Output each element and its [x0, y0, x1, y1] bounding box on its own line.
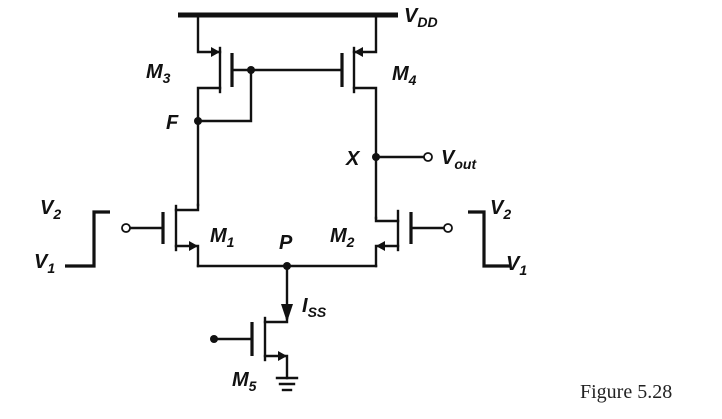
right-v1-label: V1 [506, 253, 527, 278]
m1-gate-terminal [121, 223, 131, 233]
left-step-waveform [65, 210, 110, 268]
left-v2-label: V2 [40, 197, 61, 222]
right-step-waveform [468, 210, 510, 268]
vout-label: Vout [441, 147, 477, 172]
vout-terminal [423, 152, 433, 162]
m5-gate-dot [210, 335, 218, 343]
transistor-m4 [340, 13, 378, 220]
vdd-label: VDD [404, 5, 438, 30]
node-x-label: X [345, 148, 361, 170]
iss-arrow [281, 304, 293, 322]
node-f-label: F [166, 112, 179, 134]
diode-connection [196, 68, 253, 123]
m4-label: M4 [392, 63, 417, 88]
ground-symbol [275, 376, 299, 392]
m1-label: M1 [210, 225, 235, 250]
transistor-m2 [374, 209, 446, 268]
iss-label: ISS [302, 295, 327, 320]
m2-label: M2 [330, 225, 355, 250]
transistor-m1 [128, 203, 200, 268]
figure-caption: Figure 5.28 [580, 381, 672, 403]
m5-label: M5 [232, 369, 257, 394]
m2-gate-terminal [443, 223, 453, 233]
transistor-m3 [196, 13, 234, 123]
right-v2-label: V2 [490, 197, 511, 222]
transistor-m5 [213, 316, 289, 380]
left-v1-label: V1 [34, 251, 55, 276]
gate-junction-dot [247, 66, 255, 74]
m3-label: M3 [146, 61, 171, 86]
node-p-label: P [279, 232, 293, 254]
